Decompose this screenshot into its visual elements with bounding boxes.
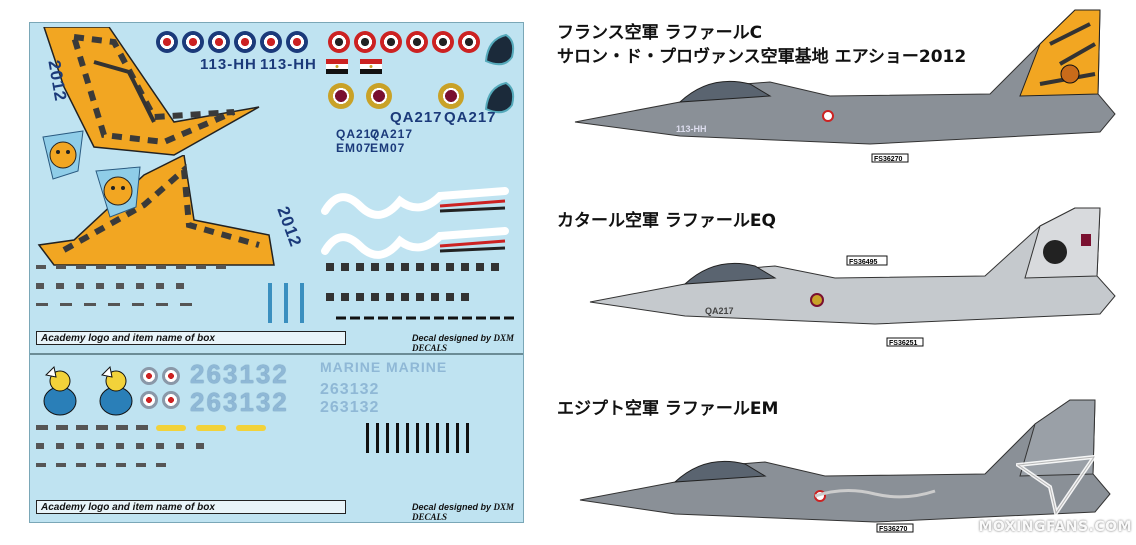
stencil-decals-bottom (36, 423, 469, 467)
panther-head-icon (484, 81, 515, 114)
credit-bottom: Decal designed by DXM DECALS (412, 502, 523, 522)
fuselage-code-2: QA217 (705, 306, 734, 316)
egypt-roundel-icon (432, 31, 454, 53)
small-qatar-2: QA217 (370, 127, 414, 141)
qatar-roundel-icon (328, 83, 354, 109)
small-serial-2: 263132 (320, 399, 380, 416)
paper-plane-logo-icon (1016, 455, 1096, 515)
box-label-top: Academy logo and item name of box (36, 331, 346, 345)
credit-top-text: Decal designed by (412, 333, 492, 343)
panther-head-icon (484, 33, 515, 66)
roundel-icon (286, 31, 308, 53)
sheet-divider (30, 353, 523, 355)
egypt-roundel-icon (406, 31, 428, 53)
marine-1: MARINE (320, 359, 382, 375)
marine-2: MARINE (386, 359, 448, 375)
profile-1-title: フランス空軍 ラファールC (557, 23, 763, 43)
fs-code-3: FS36270 (879, 526, 908, 533)
credit-top: Decal designed by DXM DECALS (412, 333, 523, 353)
fs-code-upper-2: FS36495 (849, 259, 878, 266)
roundel-icon (156, 31, 178, 53)
roundel-icon (140, 391, 158, 409)
roundel-icon (260, 31, 282, 53)
stencil-decals-top (36, 263, 516, 323)
credit-bottom-brand: DXM DECALS (412, 502, 515, 522)
egypt-roundel-icon (354, 31, 376, 53)
tiger-badge-2 (95, 166, 141, 218)
cartoon-mascot-icon (43, 365, 77, 416)
credit-top-brand: DXM DECALS (412, 333, 515, 353)
arabic-script-decal-1 (321, 187, 509, 219)
small-serial-1: 263132 (320, 381, 380, 398)
roundel-icon (208, 31, 230, 53)
profile-2-title: カタール空軍 ラファールEQ (557, 211, 776, 231)
egypt-roundel-icon (328, 31, 350, 53)
cartoon-mascot-icon (99, 365, 133, 416)
decal-sheet: 2012 2012 113-HH 113-HH QA217 QA217 QA21… (29, 22, 524, 523)
roundel-icon (140, 367, 158, 385)
small-egypt-1: EM07 (336, 141, 372, 155)
egypt-roundel-icon (380, 31, 402, 53)
arabic-script-decal-2 (321, 227, 509, 259)
big-serial-2: 263132 (190, 387, 289, 417)
qatar-roundel-icon (438, 83, 464, 109)
small-egypt-2: EM07 (370, 141, 406, 155)
reg-france-2: 113-HH (260, 56, 317, 73)
roundel-icon (162, 391, 180, 409)
roundel-icon (162, 367, 180, 385)
reg-qatar-1: QA217 (390, 109, 443, 126)
tiger-tail-decal-1 (43, 27, 260, 156)
credit-bottom-text: Decal designed by (412, 502, 492, 512)
egypt-flag-icon (326, 59, 348, 74)
egypt-flag-icon (360, 59, 382, 74)
profile-1-subtitle: サロン・ド・プロヴァンス空軍基地 エアショー2012 (557, 47, 967, 67)
reg-qatar-2: QA217 (444, 109, 497, 126)
fuselage-code-1: 113-HH (676, 124, 707, 134)
tiger-tail-decal-2 (37, 155, 275, 266)
fs-code-1: FS36270 (874, 156, 903, 163)
egypt-roundel-icon (458, 31, 480, 53)
rafale-profile-france: FS36270 113-HH (574, 9, 1116, 163)
tiger-badge-1 (42, 130, 84, 180)
roundel-icon (234, 31, 256, 53)
profile-3-title: エジプト空軍 ラファールEM (557, 399, 779, 419)
reg-france-1: 113-HH (200, 56, 257, 73)
fs-code-2: FS36251 (889, 340, 918, 347)
rafale-profile-qatar: FS36495 FS36251 QA217 (589, 207, 1116, 347)
watermark-text: MOXINGFANS.COM (978, 519, 1132, 535)
roundel-icon (182, 31, 204, 53)
box-label-bottom: Academy logo and item name of box (36, 500, 346, 514)
small-qatar-1: QA217 (336, 127, 380, 141)
qatar-roundel-icon (366, 83, 392, 109)
big-serial-1: 263132 (190, 359, 289, 389)
